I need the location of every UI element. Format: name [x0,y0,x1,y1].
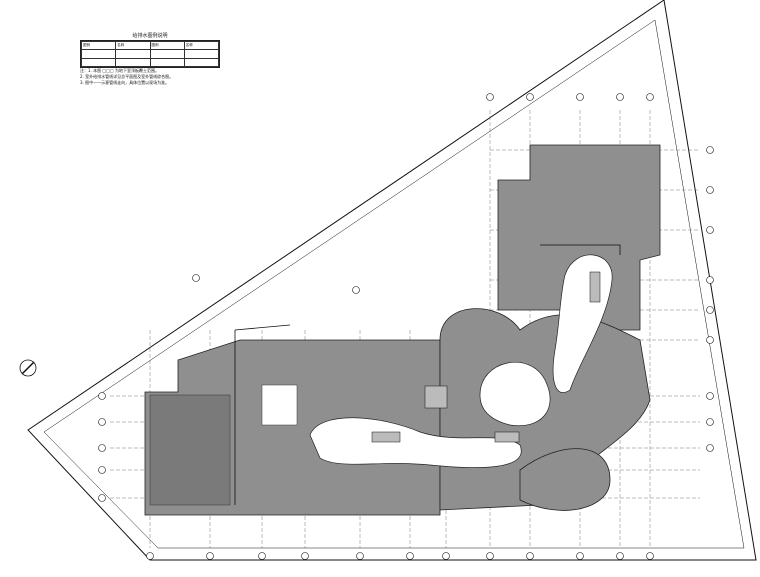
legend-cell [80,49,117,59]
atrium-void-round [479,362,551,427]
north-arrow-icon [19,359,37,377]
escalators [371,271,601,443]
legend-header-cell: 名称 [115,40,151,51]
legend-cell [115,57,151,68]
atrium-void-west [309,417,522,468]
note-line: 2. 室外给排水管线详见总平面图及室外管线综合图。 [80,74,174,79]
legend-header-cell: 图例 [80,40,117,51]
setback-line [43,19,745,549]
building-footprint [144,144,661,516]
service-route [234,244,621,505]
legend-cell [183,49,220,59]
legend-table: 给排水图例说明 图例 名称 图例 名称 [80,33,220,68]
white-core [261,384,298,426]
legend-header-cell: 图例 [149,40,185,51]
legend-header-row: 图例 名称 图例 名称 [80,40,220,51]
legend-cell [115,49,151,59]
axis-bubbles-left [98,392,106,502]
legend-cell [183,57,220,68]
note-line: 3. 图中——示意管线走向，具体位置以现场为准。 [80,80,170,85]
legend-title: 给排水图例说明 [132,33,168,39]
drawing-notes: 注：1. 本图 □□□ 为地下室顶板覆土范围。 2. 室外给排水管线详见总平面图… [80,68,280,86]
axis-bubbles-bottom [146,552,654,560]
legend-cell [149,49,185,59]
legend-cell [80,57,117,68]
note-line: 注：1. 本图 □□□ 为地下室顶板覆土范围。 [80,68,159,73]
legend-row [80,49,220,59]
legend-header-cell: 名称 [183,40,220,51]
legend-cell [149,57,185,68]
legend-row [80,57,220,68]
axis-bubbles-right [706,146,714,452]
south-lobe [519,448,611,511]
site-boundary-line [27,0,757,561]
legend-grid: 图例 名称 图例 名称 [80,40,220,68]
hall-interior [149,394,231,506]
axis-bubbles-top [192,93,654,294]
